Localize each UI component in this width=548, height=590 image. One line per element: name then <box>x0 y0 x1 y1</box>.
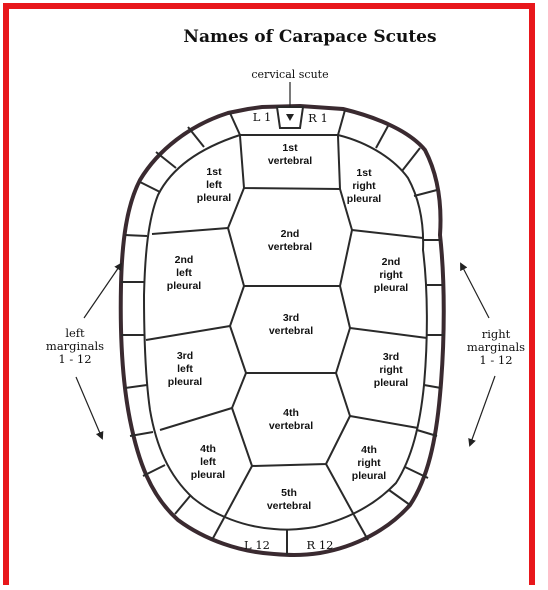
marginal-divider <box>125 235 147 236</box>
left-arrow-down-icon <box>76 377 102 438</box>
left-arrow-up-icon <box>84 264 121 318</box>
right-arrow-down-icon <box>470 376 495 445</box>
right-arrow-up-icon <box>461 264 489 318</box>
diagram-title: Names of Carapace Scutes <box>183 27 436 47</box>
label-L1: L 1 <box>253 110 272 124</box>
label-L12: L 12 <box>244 538 270 552</box>
label-R1: R 1 <box>308 111 328 125</box>
label-R12: R 12 <box>307 538 334 552</box>
cervical-label: cervical scute <box>251 68 328 81</box>
